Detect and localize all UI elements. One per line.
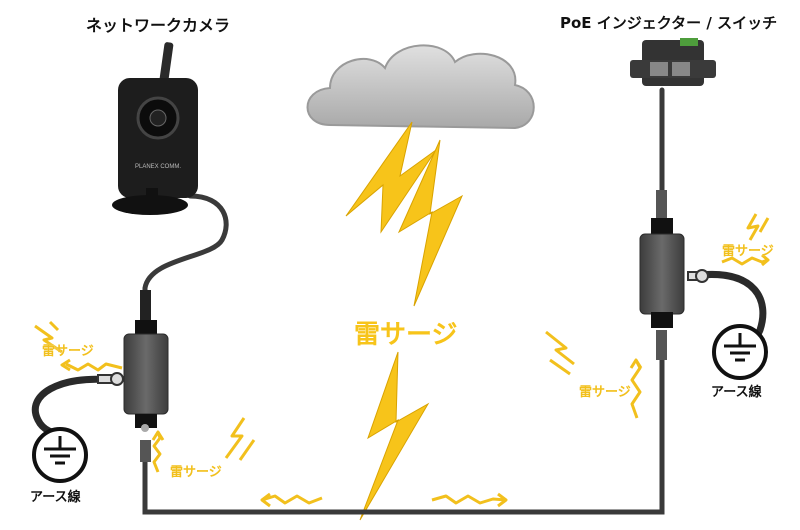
ground-symbol-icon: [32, 427, 88, 483]
surge-arrow-icon: [60, 253, 770, 508]
surge-protector: [639, 190, 685, 360]
surge-protector: [123, 290, 169, 462]
spark-icon: [34, 213, 770, 461]
poe-label: PoE インジェクター / スイッチ: [560, 14, 778, 32]
surge-label-right-bottom: 雷サージ: [579, 385, 631, 400]
poe-injector: [630, 38, 716, 86]
network-cable: [142, 87, 665, 515]
surge-label-right-top: 雷サージ: [722, 244, 774, 259]
ground-symbol-icon: [712, 324, 768, 380]
ground-label-right: アース線: [711, 385, 762, 400]
camera-brand: PLANEX COMM.: [135, 164, 181, 170]
ring-terminal: [97, 269, 709, 386]
center-surge-label: 雷サージ: [354, 320, 458, 350]
lightning-bolt-icon: [345, 121, 464, 521]
network-camera: PLANEX COMM.: [112, 42, 198, 215]
ground-label-left: アース線: [30, 490, 81, 505]
surge-label-left-bottom: 雷サージ: [170, 465, 222, 480]
cloud-icon: [306, 44, 535, 130]
surge-label-left-top: 雷サージ: [42, 344, 94, 359]
camera-label: ネットワークカメラ: [86, 16, 231, 35]
